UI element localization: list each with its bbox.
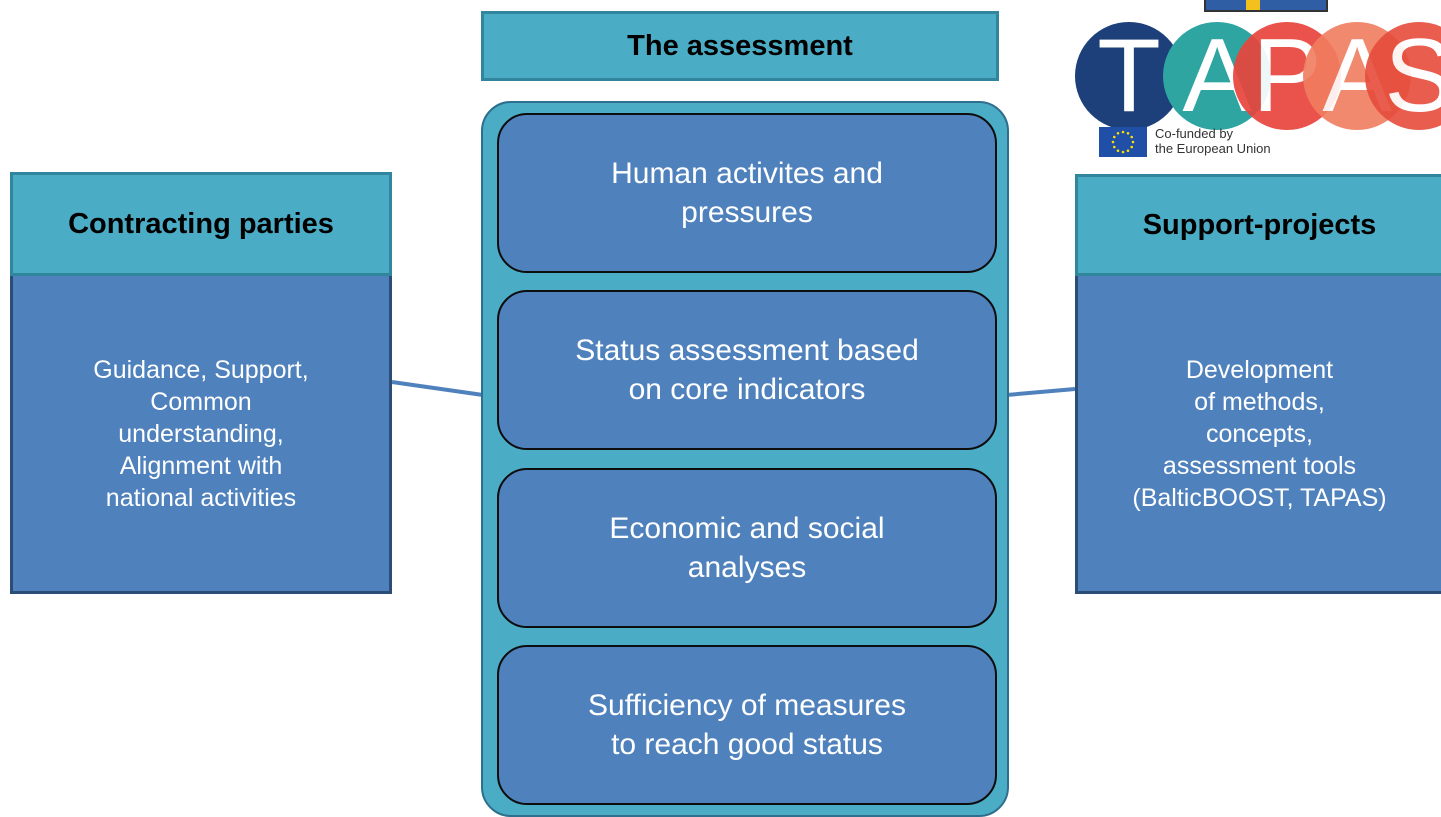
step-status-assessment: Status assessment based on core indicato…	[497, 290, 997, 450]
flag-strip	[1204, 0, 1328, 12]
assessment-title: The assessment	[627, 29, 853, 62]
assessment-steps-container: Human activites and pressures Status ass…	[481, 101, 1009, 817]
contracting-parties-header: Contracting parties	[10, 172, 392, 276]
step-economic-social: Economic and social analyses	[497, 468, 997, 628]
eu-cofunded-caption: Co-funded by the European Union	[1155, 126, 1271, 156]
step-sufficiency-measures: Sufficiency of measures to reach good st…	[497, 645, 997, 805]
support-projects-body: Development of methods, concepts, assess…	[1075, 276, 1441, 594]
step-human-activities: Human activites and pressures	[497, 113, 997, 273]
eu-flag-icon	[1099, 127, 1147, 157]
support-projects-header: Support-projects	[1075, 174, 1441, 276]
contracting-parties-body: Guidance, Support, Common understanding,…	[10, 276, 392, 594]
contracting-parties-title: Contracting parties	[68, 207, 334, 240]
support-projects-title: Support-projects	[1142, 208, 1377, 241]
tapas-logo: T A P A S Co-funded by the European Unio…	[1075, 0, 1441, 160]
assessment-title-box: The assessment	[481, 11, 999, 81]
